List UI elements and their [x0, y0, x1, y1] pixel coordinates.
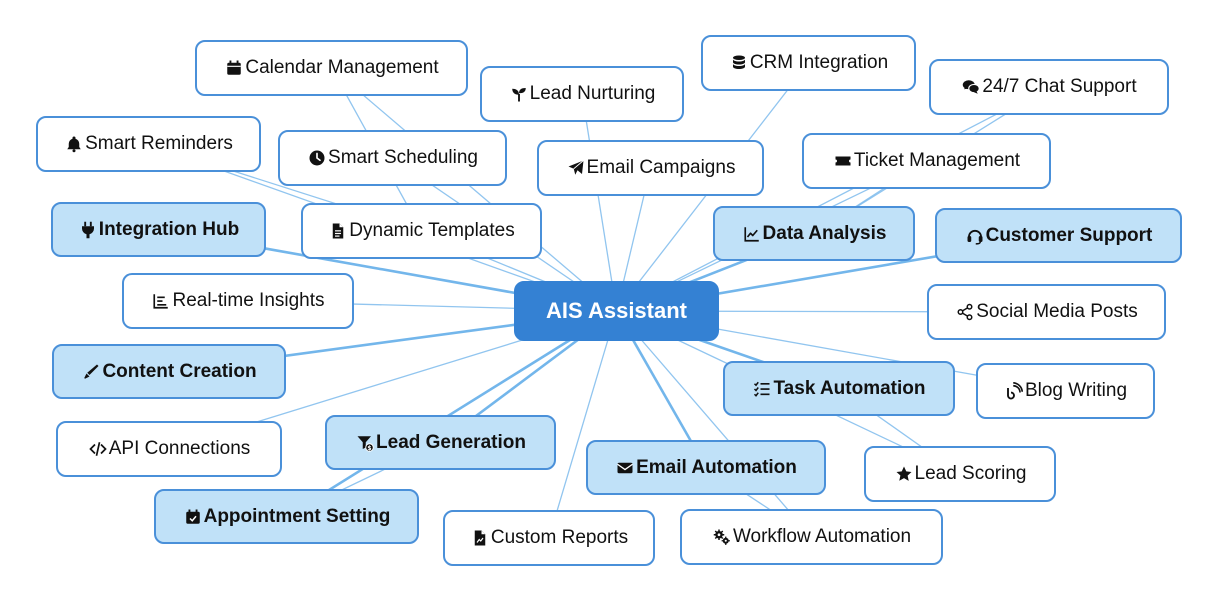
pen-icon — [81, 362, 101, 382]
node-label: Customer Support — [985, 224, 1153, 246]
node-label: API Connections — [108, 438, 251, 459]
node-chat-support[interactable]: 24/7 Chat Support — [929, 59, 1169, 115]
node-custom-reports[interactable]: Custom Reports — [443, 510, 655, 566]
node-label: CRM Integration — [749, 52, 889, 73]
node-label: Data Analysis — [762, 222, 887, 244]
svg-text:$: $ — [367, 444, 371, 451]
file-icon — [328, 221, 348, 241]
node-label: 24/7 Chat Support — [982, 76, 1137, 97]
node-blog-writing[interactable]: Blog Writing — [976, 363, 1155, 419]
node-calendar-management[interactable]: Calendar Management — [195, 40, 468, 96]
node-workflow-automation[interactable]: Workflow Automation — [680, 509, 943, 565]
node-label: Smart Reminders — [85, 133, 233, 154]
node-crm-integration[interactable]: CRM Integration — [701, 35, 916, 91]
plug-icon — [78, 220, 98, 240]
node-label: Task Automation — [773, 377, 926, 399]
star-icon — [894, 464, 914, 484]
edge-center-custom-reports — [548, 310, 618, 539]
node-label: Real-time Insights — [172, 290, 325, 311]
node-label: Social Media Posts — [976, 301, 1138, 322]
node-customer-support[interactable]: Customer Support — [935, 208, 1182, 263]
node-appointment-setting[interactable]: Appointment Setting — [154, 489, 419, 544]
list-check-icon — [752, 379, 772, 399]
line-chart-icon — [742, 224, 762, 244]
node-smart-scheduling[interactable]: Smart Scheduling — [278, 130, 507, 186]
node-label: Workflow Automation — [732, 526, 912, 547]
chat-icon — [961, 77, 981, 97]
node-social-media-posts[interactable]: Social Media Posts — [927, 284, 1166, 340]
headset-icon — [965, 226, 985, 246]
bell-icon — [64, 134, 84, 154]
edge-center-workflow-automation — [616, 310, 812, 538]
node-api-connections[interactable]: API Connections — [56, 421, 282, 477]
envelope-icon — [615, 458, 635, 478]
node-label: Calendar Management — [245, 57, 439, 78]
node-label: Custom Reports — [490, 527, 629, 548]
share-icon — [955, 302, 975, 322]
database-icon — [729, 53, 749, 73]
node-label: Blog Writing — [1024, 380, 1128, 401]
node-lead-nurturing[interactable]: Lead Nurturing — [480, 66, 684, 122]
calendar-icon — [224, 58, 244, 78]
node-task-automation[interactable]: Task Automation — [723, 361, 955, 416]
paper-plane-icon — [566, 158, 586, 178]
node-label: Email Campaigns — [586, 157, 736, 178]
ticket-icon — [833, 151, 853, 171]
node-ticket-management[interactable]: Ticket Management — [802, 133, 1051, 189]
node-label: Email Automation — [636, 456, 797, 478]
center-label: AIS Assistant — [545, 298, 687, 323]
node-label: Lead Scoring — [914, 463, 1027, 484]
node-smart-reminders[interactable]: Smart Reminders — [36, 116, 261, 172]
node-label: Ticket Management — [853, 150, 1021, 171]
node-label: Lead Generation — [376, 431, 526, 453]
gears-icon — [712, 527, 732, 547]
calendar-check-icon — [183, 507, 203, 527]
node-label: Content Creation — [102, 360, 257, 382]
file-chart-icon — [470, 528, 490, 548]
node-realtime-insights[interactable]: Real-time Insights — [122, 273, 354, 329]
edge-center-appointment-setting — [285, 309, 618, 518]
clock-icon — [307, 148, 327, 168]
node-label: Smart Scheduling — [328, 147, 478, 168]
node-dynamic-templates[interactable]: Dynamic Templates — [301, 203, 542, 259]
node-integration-hub[interactable]: Integration Hub — [51, 202, 266, 257]
node-lead-scoring[interactable]: Lead Scoring — [864, 446, 1056, 502]
code-icon — [88, 439, 108, 459]
node-label: Dynamic Templates — [349, 220, 515, 241]
blog-icon — [1004, 381, 1024, 401]
node-data-analysis[interactable]: Data Analysis — [713, 206, 915, 261]
node-content-creation[interactable]: Content Creation — [52, 344, 286, 399]
edge-center-calendar-management — [331, 67, 617, 312]
node-lead-generation[interactable]: $ Lead Generation — [325, 415, 556, 470]
node-email-campaigns[interactable]: Email Campaigns — [537, 140, 764, 196]
edge-center-lead-nurturing — [581, 93, 618, 312]
node-label: Integration Hub — [98, 218, 240, 240]
node-label: Lead Nurturing — [529, 83, 656, 104]
filter-dollar-icon: $ — [355, 433, 375, 453]
edge-center-chat-support — [616, 86, 1050, 312]
node-label: Appointment Setting — [203, 505, 391, 527]
seedling-icon — [509, 84, 529, 104]
bar-chart-icon — [151, 291, 171, 311]
center-node[interactable]: AIS Assistant — [514, 281, 719, 341]
node-email-automation[interactable]: Email Automation — [586, 440, 826, 495]
